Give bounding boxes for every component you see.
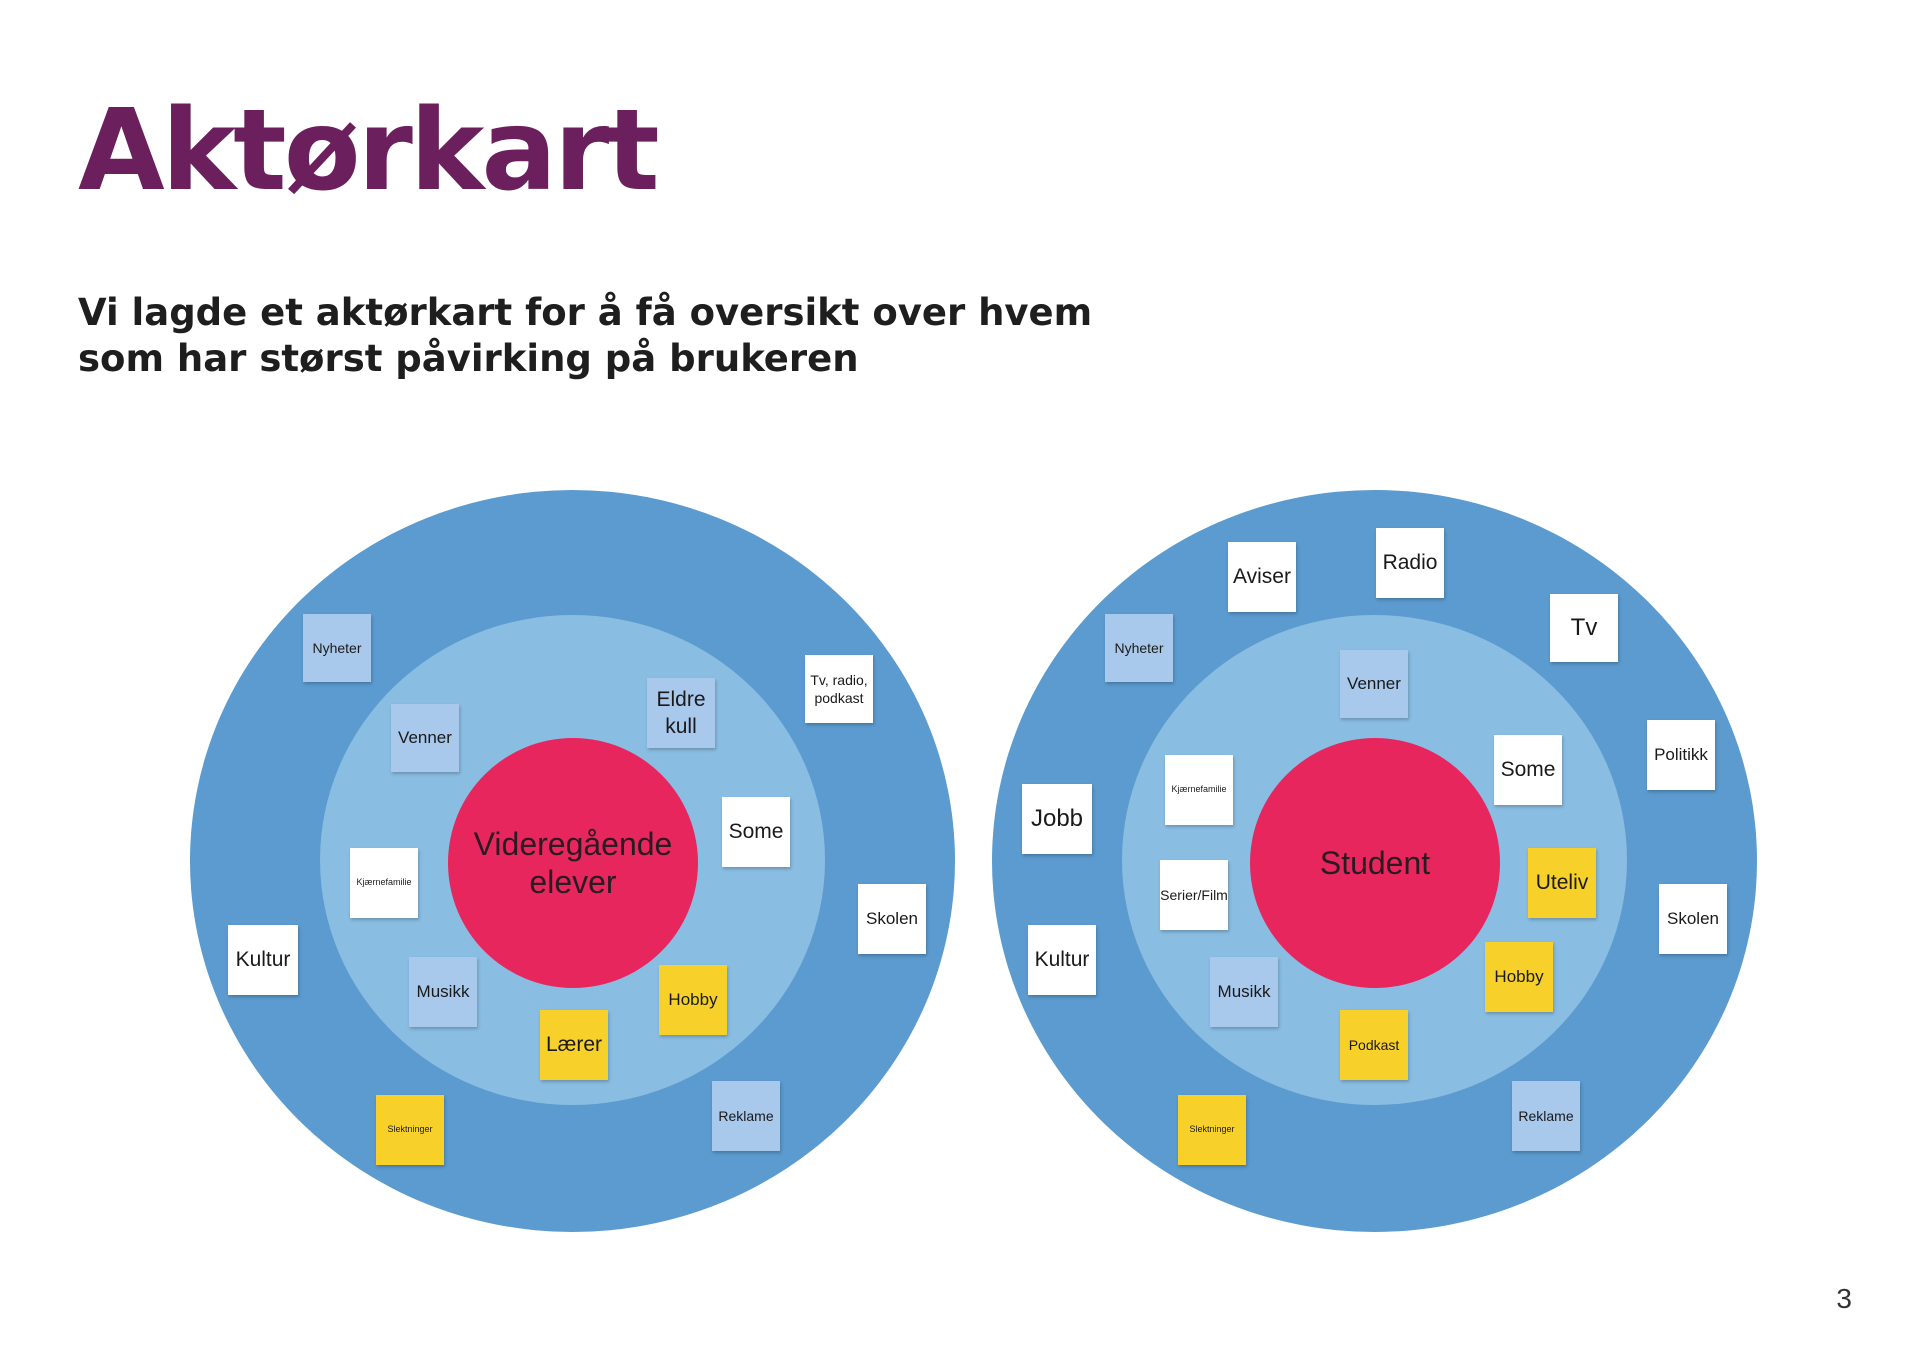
sticky-note: Uteliv (1528, 848, 1596, 918)
sticky-note: Jobb (1022, 784, 1092, 854)
sticky-note: Kjærnefamilie (1165, 755, 1233, 825)
sticky-note: Some (722, 797, 790, 867)
sticky-note: Slektninger (376, 1095, 444, 1165)
sticky-note: Venner (1340, 650, 1408, 718)
sticky-note: Reklame (712, 1081, 780, 1151)
page-subtitle: Vi lagde et aktørkart for å få oversikt … (78, 291, 1093, 380)
page-title: Aktørkart (78, 86, 660, 216)
sticky-note: Venner (391, 704, 459, 772)
sticky-note: Nyheter (1105, 614, 1173, 682)
sticky-note: Kjærnefamilie (350, 848, 418, 918)
sticky-note: Some (1494, 735, 1562, 805)
sticky-note: Tv (1550, 594, 1618, 662)
sticky-note: Kultur (1028, 925, 1096, 995)
sticky-note: Eldre kull (647, 678, 715, 748)
center-label: Student (1319, 845, 1431, 881)
sticky-note: Slektninger (1178, 1095, 1246, 1165)
sticky-note: Musikk (1210, 957, 1278, 1027)
sticky-note: Skolen (1659, 884, 1727, 954)
sticky-note: Hobby (659, 965, 727, 1035)
sticky-note: Nyheter (303, 614, 371, 682)
center-circle: Videregående elever (448, 738, 698, 988)
page-number: 3 (1836, 1283, 1852, 1314)
sticky-note: Lærer (540, 1010, 608, 1080)
sticky-note: Aviser (1228, 542, 1296, 612)
sticky-note: Hobby (1485, 942, 1553, 1012)
sticky-note: Politikk (1647, 720, 1715, 790)
sticky-note: Musikk (409, 957, 477, 1027)
sticky-note: Kultur (228, 925, 298, 995)
sticky-note: Skolen (858, 884, 926, 954)
sticky-note: Radio (1376, 528, 1444, 598)
center-circle: Student (1250, 738, 1500, 988)
sticky-note: Tv, radio, podkast (805, 655, 873, 723)
sticky-note: Podkast (1340, 1010, 1408, 1080)
sticky-note: Reklame (1512, 1081, 1580, 1151)
center-label: Videregående elever (473, 826, 673, 900)
sticky-note: Serier/Film (1160, 860, 1228, 930)
